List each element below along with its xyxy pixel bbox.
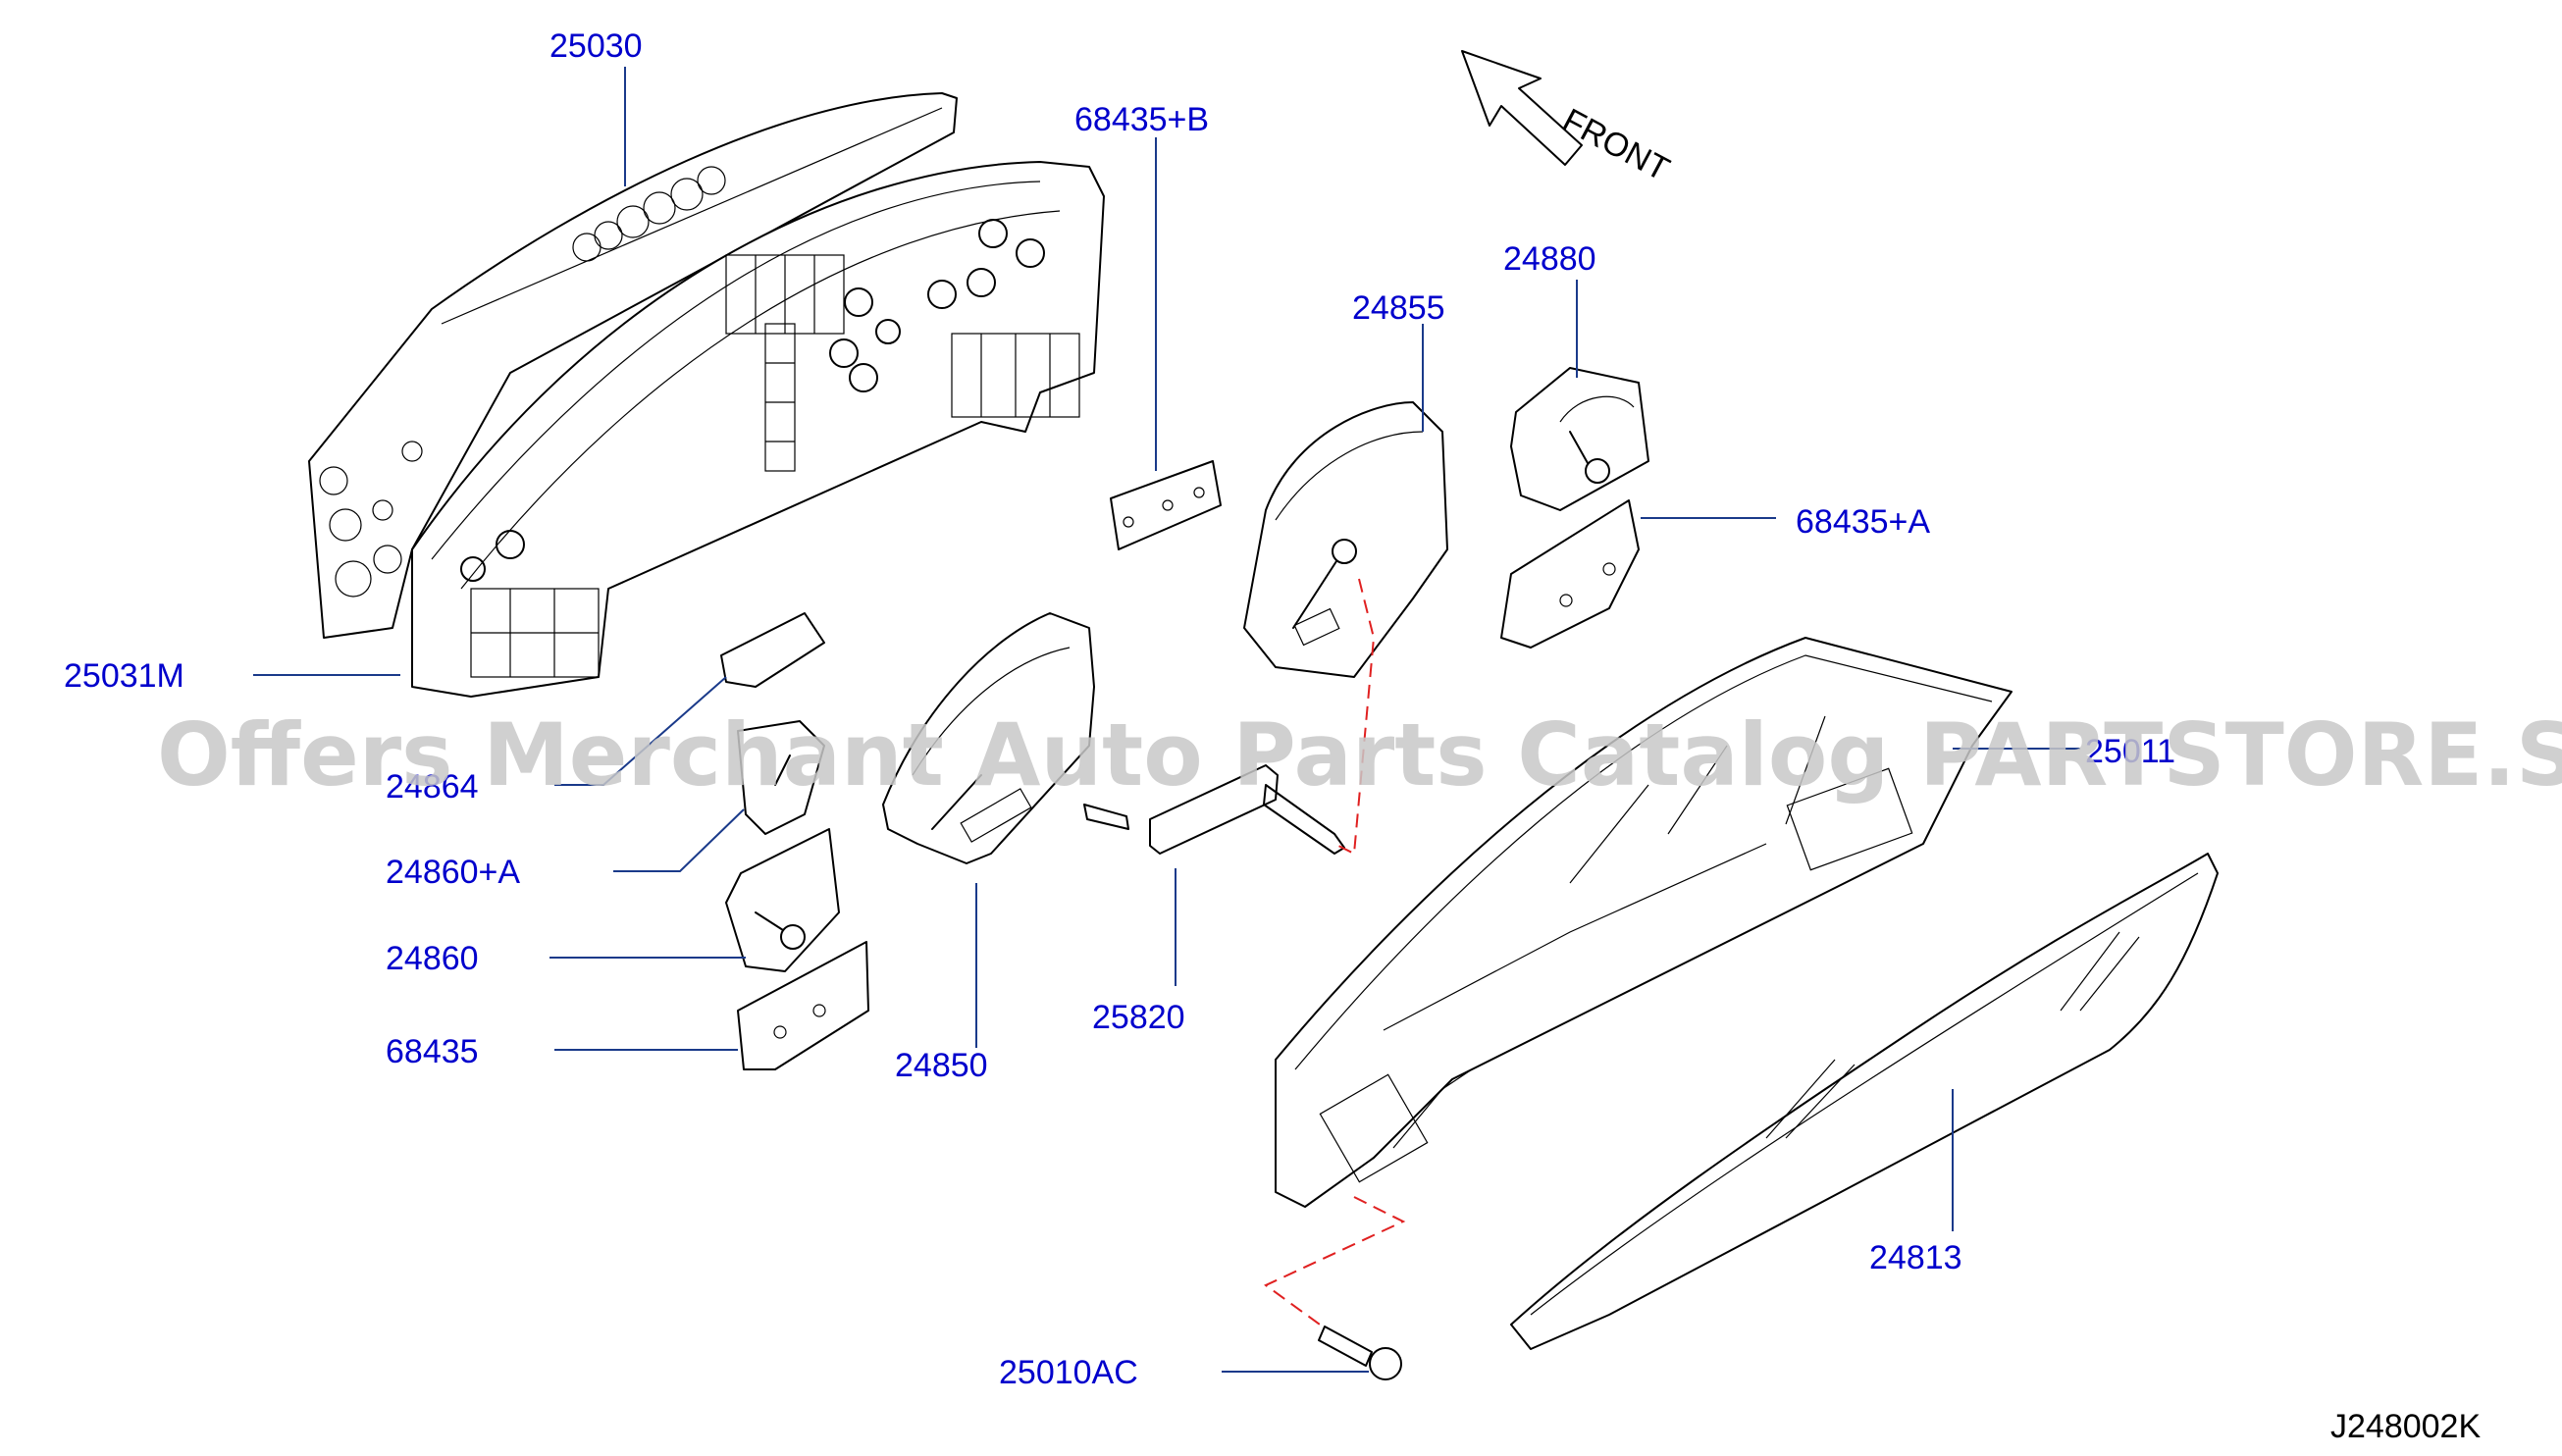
small-gauge (1510, 367, 1649, 511)
part-label-25011[interactable]: 25011 (2085, 733, 2175, 770)
fuel-gauge-a (737, 720, 825, 835)
part-label-24860-a[interactable]: 24860+A (386, 854, 520, 891)
part-label-24850[interactable]: 24850 (895, 1047, 988, 1084)
part-label-25031m[interactable]: 25031M (64, 657, 184, 695)
front-cover-frame (1275, 637, 2013, 1208)
part-label-24813[interactable]: 24813 (1869, 1239, 1962, 1276)
part-label-68435-a[interactable]: 68435+A (1796, 503, 1930, 541)
temp-gauge (725, 828, 840, 972)
part-label-68435-b[interactable]: 68435+B (1074, 101, 1209, 138)
front-arrow-icon (1461, 50, 1583, 166)
buzzer (1149, 764, 1345, 855)
part-label-25820[interactable]: 25820 (1092, 999, 1185, 1036)
part-label-24860[interactable]: 24860 (386, 940, 479, 977)
assembly-line-screw (1264, 1196, 1406, 1326)
tachometer (1243, 401, 1448, 678)
dimmer-knob (720, 612, 825, 688)
front-glass-lens (1510, 853, 2219, 1350)
part-label-24880[interactable]: 24880 (1503, 240, 1596, 278)
part-label-25010ac[interactable]: 25010AC (999, 1354, 1138, 1391)
leader-lines (253, 67, 2080, 1373)
assembly-line-gauge (1333, 578, 1376, 856)
part-label-24855[interactable]: 24855 (1352, 289, 1445, 327)
printed-board (737, 941, 869, 1070)
front-direction-label: FRONT (1556, 102, 1675, 189)
speedometer (882, 612, 1129, 864)
watermark-text: Offers Merchant Auto Parts Catalog PARTS… (157, 704, 2562, 806)
part-label-24864[interactable]: 24864 (386, 768, 479, 806)
main-case (411, 161, 1105, 698)
printed-board-b (1110, 460, 1222, 550)
rear-housing-plate (308, 92, 958, 639)
part-label-25030[interactable]: 25030 (549, 27, 643, 65)
drawing-code: J248002K (2330, 1408, 2481, 1445)
screw (1318, 1326, 1402, 1380)
printed-board-a (1500, 499, 1640, 649)
part-label-68435[interactable]: 68435 (386, 1033, 479, 1070)
